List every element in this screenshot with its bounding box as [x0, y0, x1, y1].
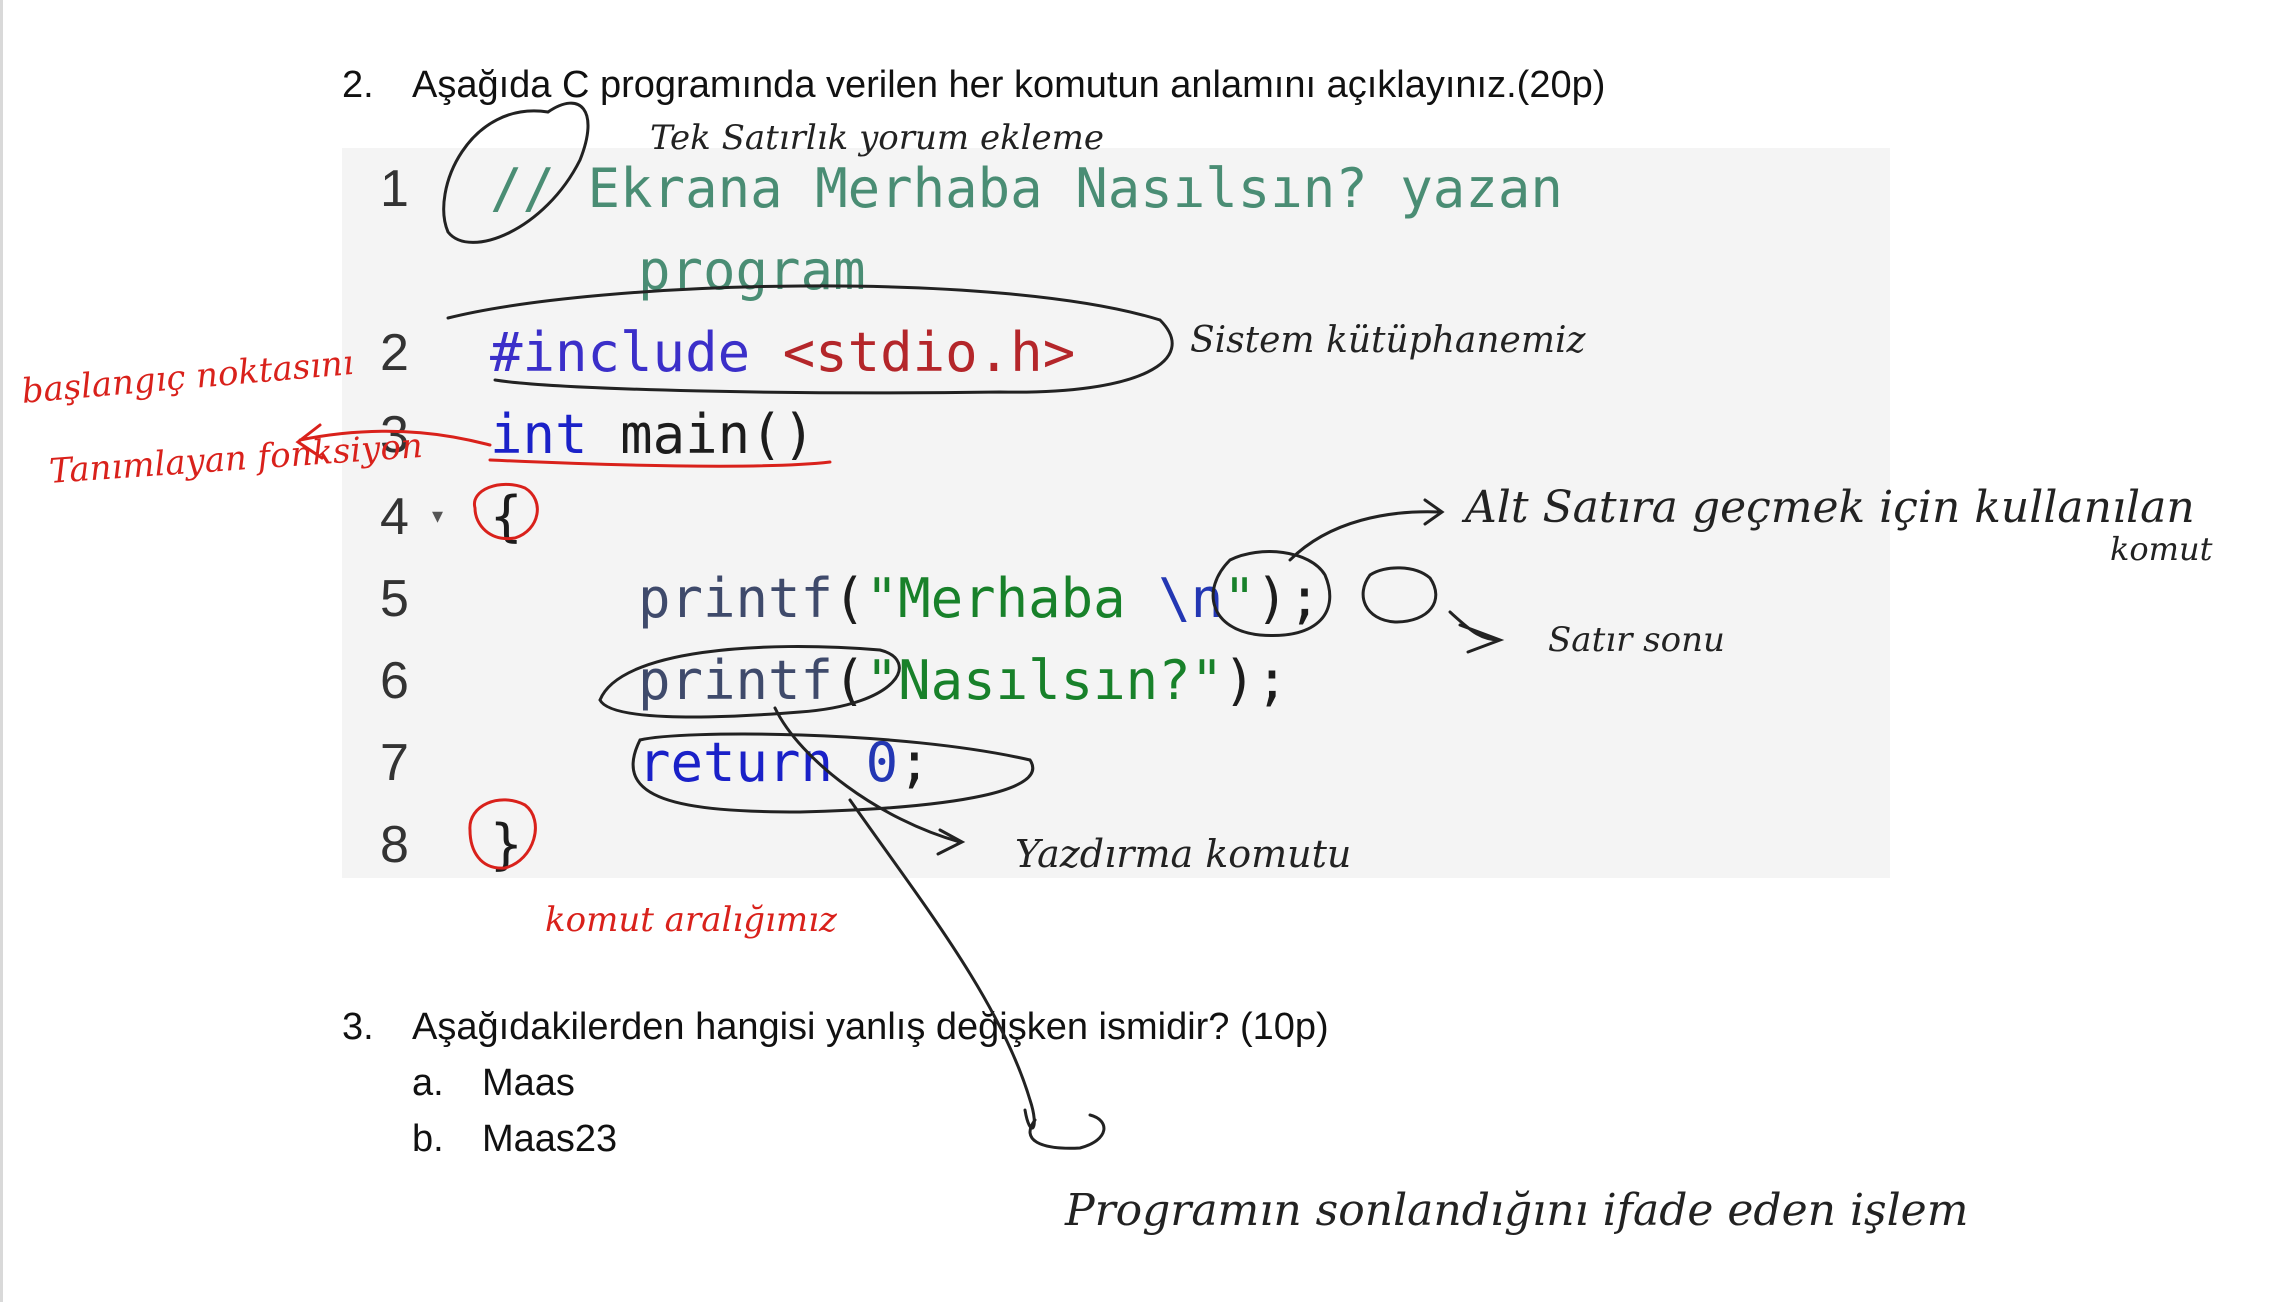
code-comment: // Ekrana Merhaba Nasılsın? yazan — [490, 157, 1563, 220]
line-number: 6 — [380, 652, 409, 710]
option-letter: b. — [412, 1118, 444, 1160]
printf-call: printf — [638, 567, 834, 630]
option-letter: a. — [412, 1062, 444, 1104]
main-underline-stroke — [488, 458, 832, 468]
option-text: Maas23 — [482, 1118, 618, 1160]
return-arrow-stroke — [848, 798, 1036, 1130]
handwritten-note: Satır sonu — [1548, 620, 1725, 660]
page-edge — [0, 0, 3, 1302]
line-number: 4 — [380, 488, 409, 546]
code-include: #include <stdio.h> — [490, 312, 1075, 394]
include-header: <stdio.h> — [782, 321, 1076, 384]
option-a: a. Maas — [412, 1062, 575, 1105]
preprocessor-directive: #include — [490, 321, 751, 384]
line-number: 5 — [380, 570, 409, 628]
comment-circle-stroke — [442, 101, 590, 244]
code-printf-2: printf("Nasılsın?"); — [490, 640, 1288, 722]
paren-open: ( — [833, 567, 866, 630]
code-comment-wrap: program — [638, 239, 866, 302]
newline-circle-stroke — [1211, 550, 1332, 638]
code-return: return 0; — [490, 722, 931, 804]
line-number: 1 — [380, 160, 409, 218]
question-2-title: 2. Aşağıda C programında verilen her komu… — [342, 64, 1605, 107]
open-brace-circle-stroke — [473, 482, 539, 541]
string-literal: "Merhaba — [865, 567, 1159, 630]
handwritten-note: komut — [2110, 530, 2213, 568]
handwritten-note: komut aralığımız — [545, 900, 837, 940]
keyword-int: int — [490, 403, 588, 466]
handwritten-note: Programın sonlandığını ifade eden işlem — [1065, 1185, 1969, 1236]
line-number: 8 — [380, 816, 409, 874]
semicolon-circle-stroke — [1361, 566, 1438, 624]
main-arrow-stroke — [295, 423, 492, 460]
option-b: b. Maas23 — [412, 1118, 617, 1161]
question-3-number: 3. — [342, 1006, 374, 1048]
line-number: 2 — [380, 324, 409, 382]
question-3-text: Aşağıdakilerden hangisi yanlış değişken … — [412, 1006, 1329, 1048]
handwritten-note: Yazdırma komutu — [1015, 832, 1352, 876]
code-main-decl: int main() — [490, 394, 815, 476]
line-number: 7 — [380, 734, 409, 792]
close-brace-circle-stroke — [468, 798, 537, 870]
code-block: 1 // Ekrana Merhaba Nasılsın? yazan prog… — [342, 148, 1890, 878]
include-circle-stroke — [446, 284, 1174, 395]
newline-arrow-stroke — [1288, 498, 1445, 562]
question-3-title: 3. Aşağıdakilerden hangisi yanlış değişke… — [342, 1006, 1329, 1049]
printf-circle-stroke — [598, 645, 901, 719]
question-2-number: 2. — [342, 64, 374, 106]
string-literal: "Nasılsın?" — [865, 649, 1224, 712]
paren-close: ); — [1223, 649, 1289, 712]
return-circle-stroke — [631, 732, 1035, 814]
lineend-arrow-stroke — [1448, 610, 1505, 654]
fold-arrow-icon[interactable]: ▾ — [432, 504, 444, 529]
handwritten-note: Tek Satırlık yorum ekleme — [650, 118, 1105, 158]
close-brace: } — [490, 813, 523, 876]
main-function: main() — [620, 403, 816, 466]
line-number: 3 — [380, 406, 409, 464]
keyword-return: return — [638, 731, 834, 794]
print-arrow-stroke — [773, 706, 966, 856]
handwritten-note: Sistem kütüphanemiz — [1190, 320, 1586, 361]
handwritten-note: Alt Satıra geçmek için kullanılan — [1465, 482, 2195, 533]
option-text: Maas — [482, 1062, 575, 1104]
code-printf-1: printf("Merhaba \n"); — [490, 558, 1321, 640]
return-arrow-tip-stroke — [1028, 1113, 1106, 1150]
string-quote: " — [1223, 567, 1256, 630]
paren-close: ); — [1255, 567, 1321, 630]
question-2-text: Aşağıda C programında verilen her komutu… — [412, 64, 1606, 106]
